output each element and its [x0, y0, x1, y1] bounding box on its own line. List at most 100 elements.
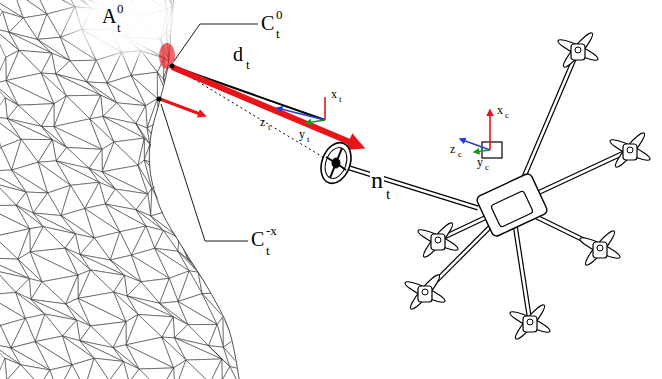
rotor [556, 30, 600, 69]
x-axis [489, 110, 491, 150]
mesh-triangle [178, 251, 198, 272]
symbol-label: t [338, 95, 343, 104]
mesh-triangle [175, 360, 210, 379]
mesh-triangle [234, 336, 250, 363]
mesh-triangle [209, 324, 224, 347]
symbol-label: -x [265, 224, 278, 237]
mesh-triangle [213, 280, 222, 301]
mesh-triangle [42, 104, 54, 127]
symbol-label: 0 [116, 2, 125, 15]
mesh-triangle [150, 144, 162, 165]
body-box [491, 191, 534, 228]
mesh-triangle [212, 293, 232, 316]
mesh-triangle [0, 184, 16, 206]
symbol-label: c [504, 111, 510, 120]
symbol-label: c [484, 163, 490, 172]
x-axis [324, 97, 326, 120]
symbol-label: z [259, 116, 266, 128]
normal-arrow [172, 67, 352, 143]
hexacopter [403, 30, 652, 341]
mesh-triangle [165, 182, 171, 204]
mesh-triangle [158, 165, 171, 186]
mesh-triangle [232, 315, 243, 340]
mesh-triangle [113, 322, 126, 348]
mesh-triangle [58, 365, 85, 379]
mesh-triangle [30, 227, 65, 252]
mesh-triangle [0, 147, 12, 171]
mesh-triangle [144, 160, 165, 189]
mesh-triangle [109, 361, 129, 379]
normal-arrow [160, 99, 200, 114]
mesh-triangle [160, 368, 174, 379]
symbol-label: t [275, 27, 281, 40]
symbol-label: t [385, 187, 391, 202]
mesh-triangle [212, 293, 232, 314]
mesh-triangle [0, 236, 18, 259]
symbol-label: A [101, 6, 117, 26]
mesh-triangle [129, 369, 160, 379]
surface-edge [149, 0, 240, 379]
mesh-triangle [0, 325, 11, 347]
symbol-label: t [245, 58, 251, 71]
mesh-triangle [147, 99, 159, 128]
symbol-label: C [250, 229, 265, 249]
highlight-fade [53, 0, 203, 68]
leader-line [174, 24, 258, 61]
mesh-triangle [183, 235, 200, 259]
mesh-triangle [163, 79, 178, 100]
mesh-triangle [165, 182, 169, 212]
mesh-triangle [222, 301, 245, 322]
symbol-label: c [457, 150, 463, 159]
symbol-label: d [232, 44, 244, 64]
mesh-triangle [38, 140, 56, 163]
tool [316, 138, 478, 208]
mesh-triangle [210, 359, 222, 379]
mesh-triangle [40, 370, 58, 379]
mesh-triangle [0, 358, 7, 379]
symbol-label: y [476, 156, 484, 168]
mesh-triangle [162, 317, 174, 338]
symbol-label: x [496, 104, 504, 116]
z-axis [277, 108, 325, 120]
mesh-triangle [159, 116, 171, 145]
symbol-label: C [260, 13, 275, 33]
symbol-label: t [265, 244, 271, 257]
mesh-triangle [85, 358, 110, 379]
symbol-label: t [306, 135, 311, 144]
symbol-label: t [116, 21, 122, 34]
y-axis [306, 120, 325, 123]
rotor [508, 302, 552, 341]
mesh-triangle [0, 12, 9, 33]
mesh-triangle [246, 363, 258, 379]
mesh-triangle [158, 150, 164, 172]
contact-patch [159, 43, 175, 69]
symbol-label: t [267, 123, 272, 132]
mesh-triangle [155, 231, 178, 252]
mesh-triangle [178, 251, 198, 272]
mesh-triangle [90, 95, 103, 119]
mesh-triangle [41, 53, 56, 74]
mesh-triangle [240, 370, 246, 379]
contact-point [157, 97, 162, 102]
mesh-triangle [103, 117, 144, 143]
rotor [416, 220, 460, 259]
mesh-triangle [163, 79, 178, 100]
symbol-label: y [298, 128, 306, 140]
mesh-triangle [160, 278, 178, 303]
body-plate [476, 172, 549, 237]
mesh-triangle [201, 258, 220, 281]
contact-point [170, 64, 175, 69]
mesh-triangle [243, 363, 249, 379]
rotor [578, 228, 622, 267]
rotor [403, 272, 447, 311]
mesh-triangle [166, 205, 184, 235]
symbol-label: x [330, 88, 338, 100]
mesh-triangle [157, 72, 166, 99]
mesh-triangle [7, 365, 40, 379]
leader-line [161, 104, 248, 241]
mesh-triangle [158, 165, 171, 186]
mesh-triangle [234, 340, 250, 370]
mesh-triangle [33, 193, 61, 216]
z-axis [460, 139, 490, 150]
